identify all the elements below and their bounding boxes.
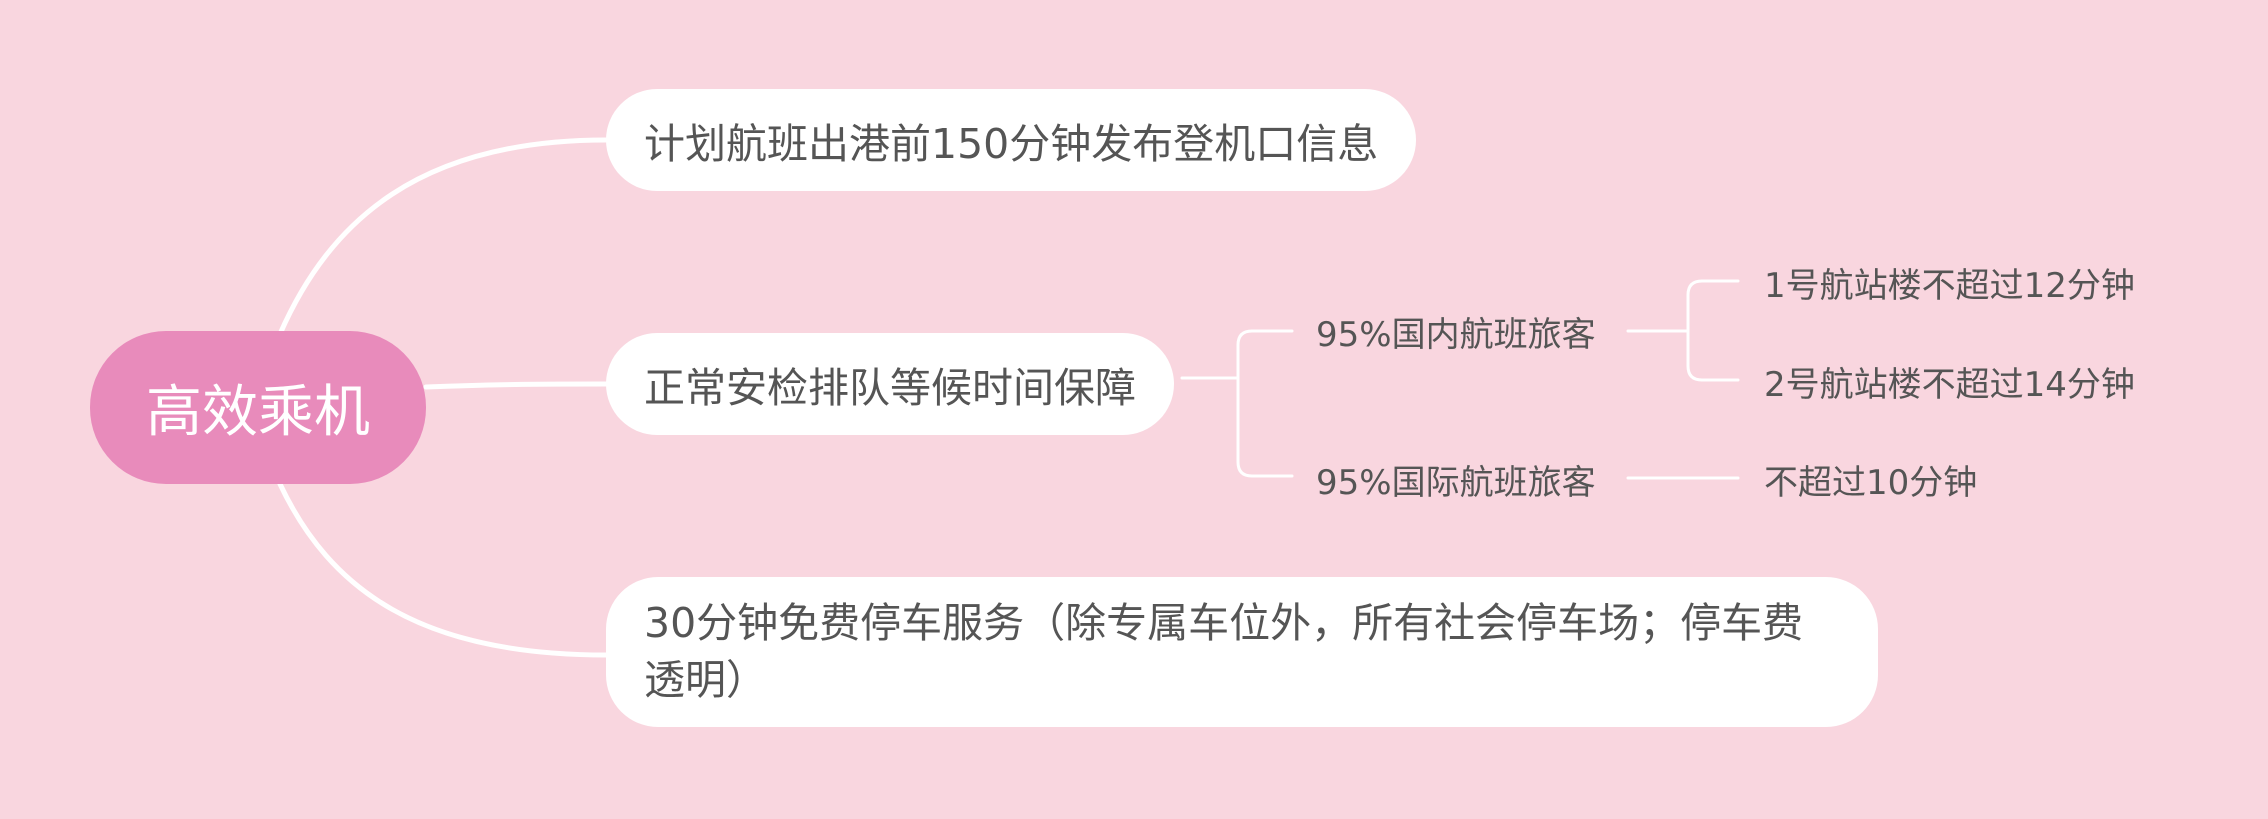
leaf-node-terminal-1[interactable]: 1号航站楼不超过12分钟	[1764, 257, 2135, 307]
connector-root-to-branch-3	[277, 481, 609, 658]
branch-label: 正常安检排队等候时间保障	[644, 364, 1136, 412]
branch-label: 30分钟免费停车服务（除专属车位外，所有社会停车场；停车费透明）	[644, 599, 1804, 704]
leaf-label: 2号航站楼不超过14分钟	[1764, 364, 2135, 405]
leaf-node-terminal-2[interactable]: 2号航站楼不超过14分钟	[1764, 356, 2135, 406]
connector-branch-2-bracket	[1236, 329, 1294, 478]
sub-node-international-passengers[interactable]: 95%国际航班旅客	[1316, 454, 1596, 504]
sub-node-label: 95%国际航班旅客	[1316, 462, 1596, 503]
branch-node-security-wait[interactable]: 正常安检排队等候时间保障	[606, 333, 1174, 435]
branch-label: 计划航班出港前150分钟发布登机口信息	[644, 120, 1379, 168]
branch-node-free-parking[interactable]: 30分钟免费停车服务（除专属车位外，所有社会停车场；停车费透明）	[606, 577, 1878, 727]
connector-domestic-bracket	[1686, 279, 1740, 382]
leaf-label: 1号航站楼不超过12分钟	[1764, 265, 2135, 306]
sub-node-domestic-passengers[interactable]: 95%国内航班旅客	[1316, 306, 1596, 356]
connector-root-to-branch-1	[277, 137, 609, 337]
root-node[interactable]: 高效乘机	[90, 331, 426, 484]
connector-root-to-branch-2	[423, 381, 609, 390]
leaf-label: 不超过10分钟	[1764, 462, 1978, 503]
root-label: 高效乘机	[146, 380, 370, 445]
sub-node-label: 95%国内航班旅客	[1316, 314, 1596, 355]
leaf-node-international-limit[interactable]: 不超过10分钟	[1764, 454, 1977, 504]
branch-node-boarding-gate[interactable]: 计划航班出港前150分钟发布登机口信息	[606, 89, 1417, 191]
